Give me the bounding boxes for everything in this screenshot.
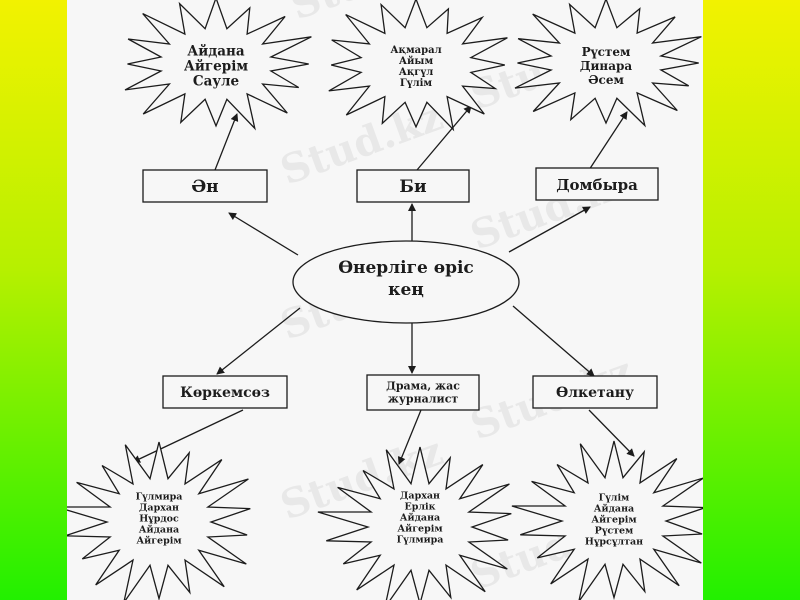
connector-dombyra-star <box>588 111 628 171</box>
text-line: Нұрдос <box>139 513 179 524</box>
box-korkemsoz <box>162 375 288 409</box>
connector-olketanu-star <box>588 409 635 457</box>
text-line: Дархан <box>139 502 179 513</box>
box-dombyra <box>535 167 659 201</box>
starburst-korkemsoz <box>67 441 251 600</box>
text-line: Сауле <box>193 74 239 90</box>
diagram-sheet: Stud.kz Stud.kz Stud.kz Stud.kz Stud.kz … <box>67 0 703 600</box>
connector-center-olketanu <box>512 305 595 377</box>
text-line: Динара <box>580 59 633 73</box>
box-an <box>142 169 268 203</box>
text-line: Айгерiм <box>136 535 181 546</box>
text-line: Гүлiм <box>400 78 433 89</box>
text-line: Рүстем <box>595 525 634 536</box>
box-drama <box>366 374 480 411</box>
connector-center-korkemsoz <box>216 307 301 375</box>
text-line: Гүлмира <box>136 491 183 502</box>
text-line: Айгерiм <box>184 59 248 75</box>
connector-drama-star <box>397 409 422 465</box>
connector-group <box>132 105 635 465</box>
text-line: Драма, жас <box>386 379 460 392</box>
box-shapes <box>142 167 659 411</box>
connector-an-star <box>214 113 239 171</box>
text-line: Айгерiм <box>591 514 636 525</box>
box-label-an: Ән <box>191 177 218 197</box>
starburst-drama <box>317 446 512 600</box>
box-label-dombyra: Домбыра <box>556 176 638 194</box>
starburst-an <box>124 0 312 131</box>
connector-korkemsoz-star <box>132 409 244 463</box>
connector-center-dombyra <box>508 206 591 253</box>
text-line: Ерлiк <box>404 501 435 512</box>
text-line: Гүлiм <box>599 492 630 503</box>
starburst-bi <box>328 0 508 132</box>
text-line: Гүлмира <box>397 534 444 545</box>
text-line: Әсем <box>588 73 624 87</box>
diagram-canvas: Stud.kz Stud.kz Stud.kz Stud.kz Stud.kz … <box>67 0 703 600</box>
connector-center-an <box>228 212 299 256</box>
text-line: кең <box>388 280 424 300</box>
box-bi <box>356 169 470 203</box>
star-shapes <box>67 0 703 600</box>
box-label-olketanu: Өлкетану <box>556 385 634 401</box>
starburst-olketanu <box>511 440 703 600</box>
text-line: Өнерлiге өрiс <box>338 258 474 278</box>
box-olketanu <box>532 375 658 409</box>
text-line: журналист <box>388 392 459 405</box>
text-line: Айдана <box>139 524 179 535</box>
text-line: Дархан <box>400 490 440 501</box>
center-ellipse <box>292 240 520 324</box>
text-line: Рүстем <box>582 45 631 59</box>
text-line: Айдана <box>400 512 440 523</box>
connector-bi-star <box>416 105 472 171</box>
text-line: Айгерiм <box>397 523 442 534</box>
box-label-korkemsoz: Көркемсөз <box>180 385 270 401</box>
box-label-bi: Би <box>399 177 427 197</box>
text-line: Айдана <box>187 44 245 60</box>
starburst-dombyra <box>514 0 702 128</box>
text-line: Ақмарал <box>390 45 441 56</box>
text-line: Айым <box>399 56 434 67</box>
text-line: Ақгүл <box>399 67 434 78</box>
text-line: Нұрсұлтан <box>585 536 643 547</box>
text-line: Айдана <box>594 503 634 514</box>
